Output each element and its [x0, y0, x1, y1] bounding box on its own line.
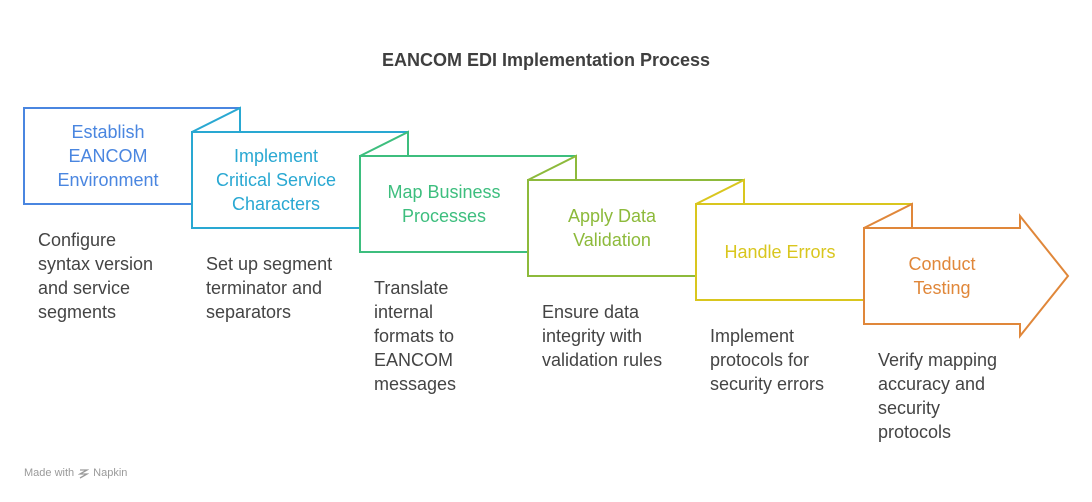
step-description-line: terminator and [206, 278, 323, 298]
step-description: Configure syntax version and service segmen… [38, 228, 188, 324]
step-description-line: and service [38, 278, 131, 298]
footer-prefix: Made with [24, 467, 75, 479]
step-label: Handle Errors [696, 240, 864, 264]
step-description-line: Set up segment [206, 254, 333, 274]
step-label-line: Characters [231, 194, 321, 214]
step-arrow-shape [863, 202, 1070, 339]
step-description: Ensure data integrity with validation rule… [542, 300, 692, 372]
diagram-title: EANCOM EDI Implementation Process [381, 50, 711, 70]
step-description-line: Configure [38, 230, 117, 250]
step-label-line: Critical Service [215, 170, 337, 190]
step-box-fill [696, 204, 912, 300]
step-box-fill [192, 132, 408, 228]
step-label-line: Validation [573, 230, 651, 250]
step-label-line: Environment [57, 170, 159, 190]
step-description: Translate internal formats to EANCOM message… [374, 276, 524, 396]
step-description-line: syntax version [38, 254, 154, 274]
napkin-logo-icon [78, 468, 90, 479]
step-label-line: Apply Data [567, 206, 657, 226]
step-description-line: Implement [710, 326, 795, 346]
step-label-line: Conduct [908, 254, 976, 274]
step-description-line: formats to [374, 326, 455, 346]
step-description: Set up segment terminator and separators [206, 252, 356, 324]
step-description-line: validation rules [542, 350, 663, 370]
step-label-line: Map Business [387, 182, 501, 202]
step-description-line: protocols [878, 422, 952, 442]
step-description-line: Ensure data [542, 302, 640, 322]
step-description-line: security errors [710, 374, 825, 394]
step-description-line: integrity with [542, 326, 643, 346]
step-description: Implement protocols for security errors [710, 324, 860, 396]
step-box-fill [528, 180, 744, 276]
footer: Made with Napkin [24, 467, 127, 479]
step-description: Verify mapping accuracy and security protoc… [878, 348, 1028, 444]
step-description-line: separators [206, 302, 292, 322]
step-label-line: Testing [913, 278, 971, 298]
step-description-line: protocols for [710, 350, 810, 370]
step-label-line: Handle Errors [724, 242, 836, 262]
step-label-line: EANCOM [68, 146, 148, 166]
footer-brand: Napkin [93, 467, 128, 479]
step-label-line: Implement [233, 146, 319, 166]
step-description-line: messages [374, 374, 457, 394]
step-description-line: segments [38, 302, 117, 322]
step-description-line: internal [374, 302, 434, 322]
step-box-fill [864, 216, 1068, 336]
step-description-line: accuracy and [878, 374, 986, 394]
step-box-fill [360, 156, 576, 252]
step-box-fill [24, 108, 240, 204]
step-label-line: Processes [401, 206, 487, 226]
step-description-line: EANCOM [374, 350, 454, 370]
step-description-line: Translate [374, 278, 449, 298]
step-description-line: Verify mapping [878, 350, 998, 370]
step-description-line: security [878, 398, 941, 418]
step-label-line: Establish [71, 122, 145, 142]
